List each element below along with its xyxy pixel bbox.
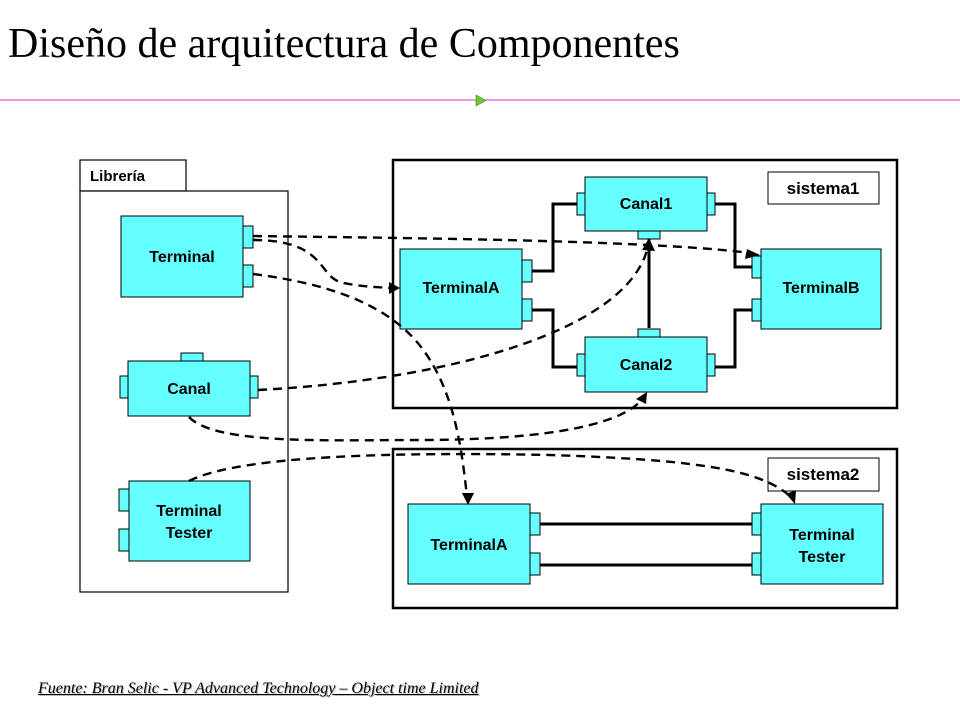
sistema2-tester-label-2: Tester: [799, 549, 846, 566]
sistema2-tester-label-1: Terminal: [789, 527, 855, 544]
arrowhead-terminalB: [745, 249, 760, 259]
arrow-terminal-to-terminalB: [252, 234, 751, 255]
sistema1-connectors: [532, 202, 752, 369]
arrowhead-canal2: [636, 392, 647, 404]
library-tester-label-2: Tester: [166, 525, 213, 542]
arrowhead-canal1: [642, 238, 655, 251]
arrow-canal-to-canal2: [188, 397, 644, 442]
sistema1-label: sistema1: [787, 179, 860, 198]
arrow-terminal-to-sistema2-terminalA: [252, 272, 469, 498]
library-canal-label: Canal: [167, 381, 211, 398]
sistema1-canal2: Canal2: [576, 328, 716, 393]
sistema1-canal2-label: Canal2: [620, 357, 673, 374]
sistema2-terminalA: TerminalA: [407, 503, 541, 585]
rule-marker-icon: [475, 94, 487, 107]
sistema2-label: sistema2: [787, 465, 860, 484]
sistema1-terminalB: TerminalB: [751, 248, 882, 330]
sistema2-terminal-tester: Terminal Tester: [751, 503, 884, 585]
arrowhead-sistema2-tester: [786, 490, 796, 504]
arrowheads: [389, 238, 796, 505]
library-tester-label-1: Terminal: [156, 503, 222, 520]
arrow-canal-to-canal1: [257, 245, 650, 392]
sistema1-terminalB-label: TerminalB: [782, 280, 859, 297]
instantiation-arrows: [188, 234, 791, 498]
sistema1-canal1: Canal1: [576, 176, 716, 240]
sistema1-canal1-label: Canal1: [620, 196, 673, 213]
library-label: Librería: [90, 168, 146, 185]
library-canal: Canal: [119, 352, 259, 417]
arrowhead-sistema1-terminalA: [389, 282, 400, 294]
library-terminal-tester: Terminal Tester: [118, 480, 251, 562]
sistema2-terminalA-label: TerminalA: [430, 537, 508, 554]
library-terminal: Terminal: [120, 215, 254, 298]
sistema1-terminalA: TerminalA: [399, 248, 533, 330]
arrow-terminal-to-sistema1-terminalA: [252, 238, 393, 290]
source-footer: Fuente: Bran Selic - VP Advanced Technol…: [38, 680, 479, 697]
sistema1-terminalA-label: TerminalA: [422, 280, 500, 297]
arrowhead-sistema2-terminalA: [462, 493, 474, 505]
arrow-tester-to-sistema2-tester: [188, 452, 791, 497]
library-terminal-label: Terminal: [149, 249, 215, 266]
page-title: Diseño de arquitectura de Componentes: [8, 21, 680, 67]
sistema2-connectors: [540, 522, 752, 567]
